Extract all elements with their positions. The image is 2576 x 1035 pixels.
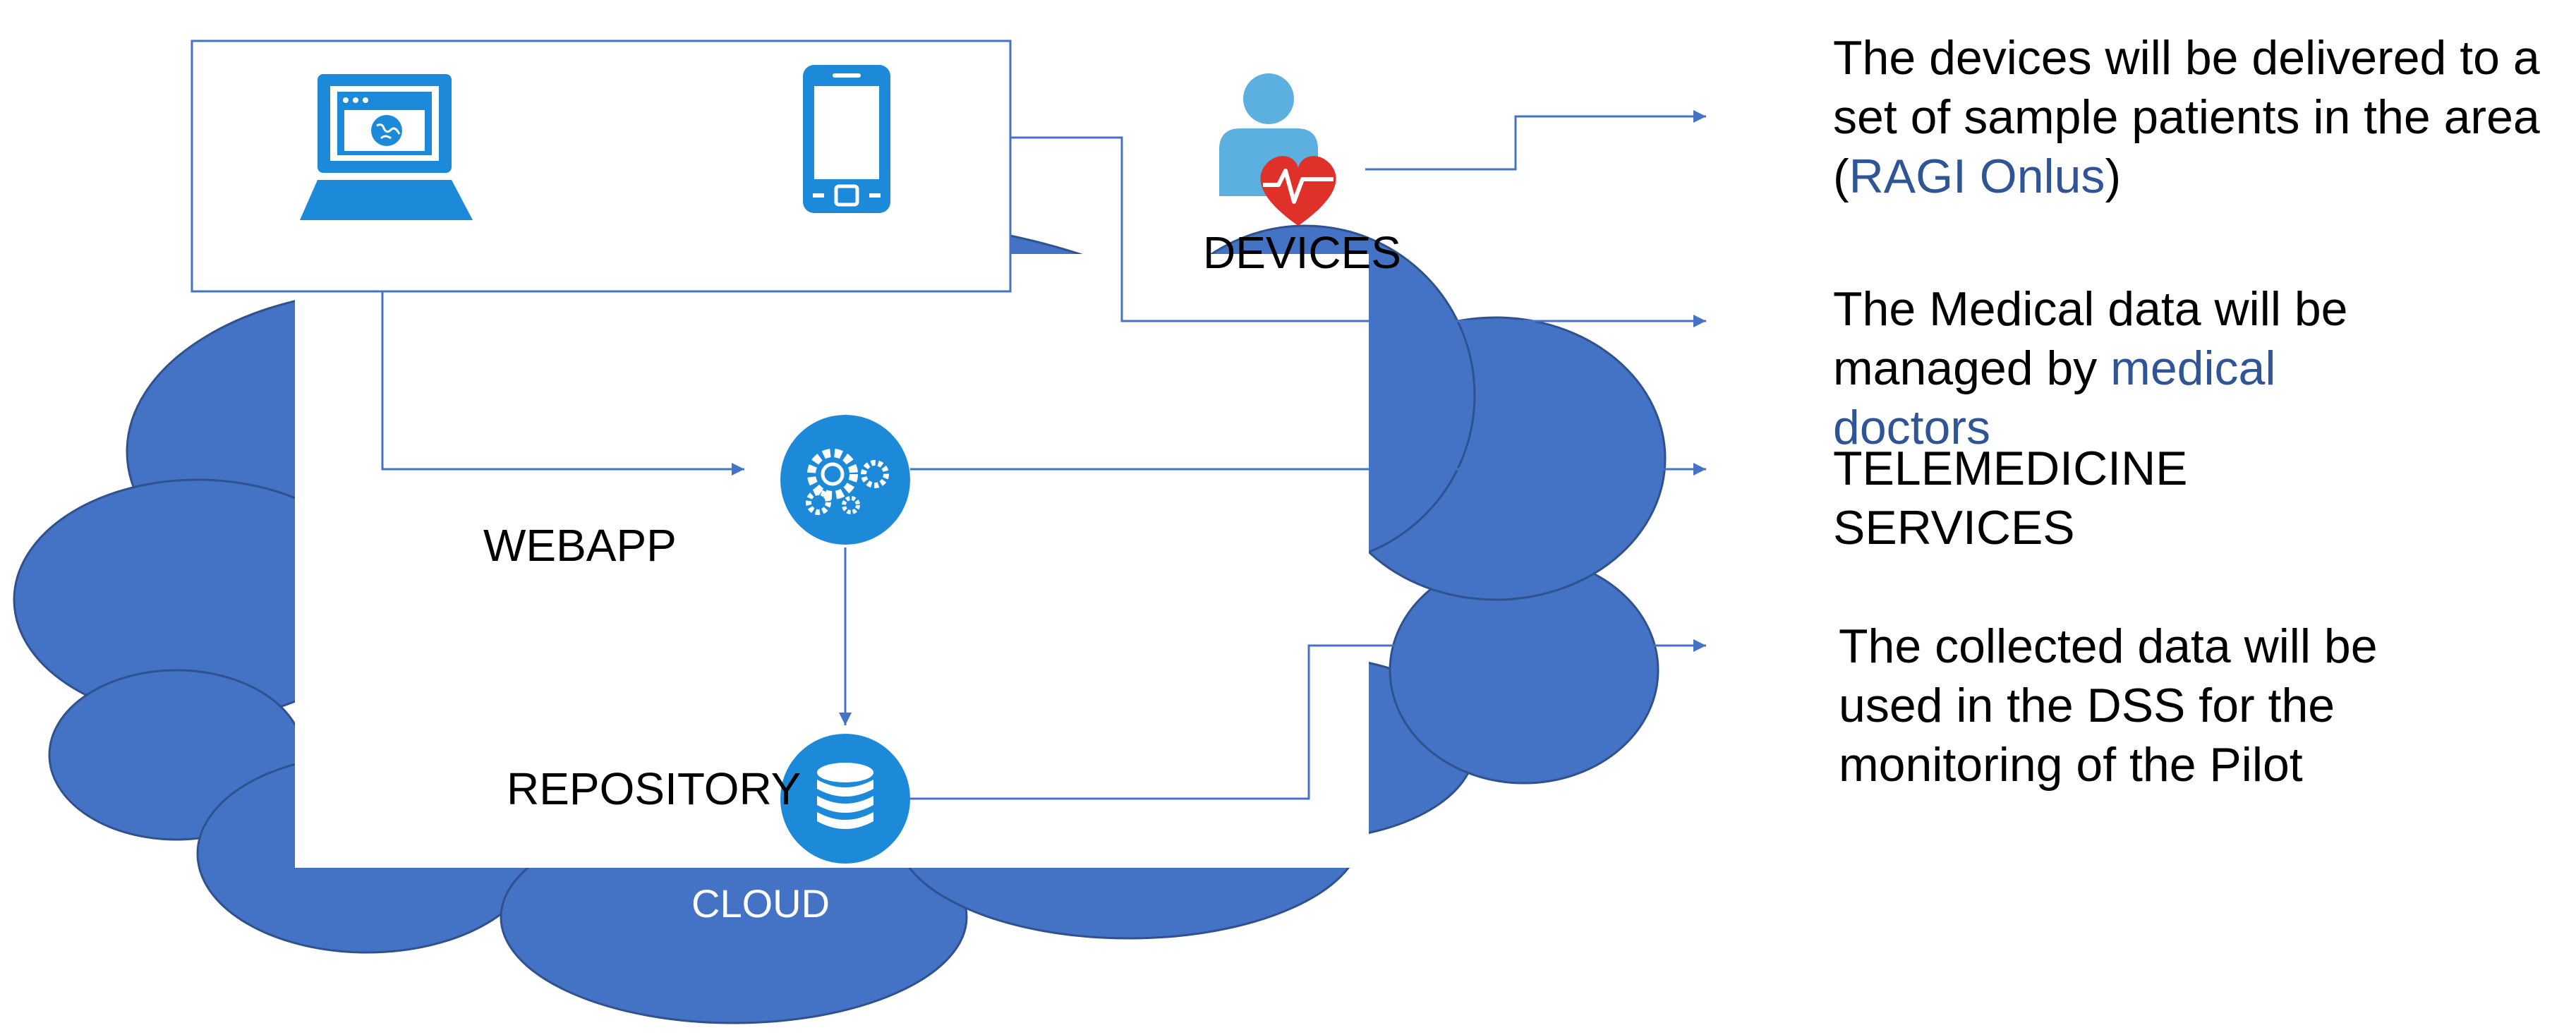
- doctors-link[interactable]: doctors: [1833, 401, 1990, 454]
- webapp-label: WEBAPP: [483, 520, 677, 571]
- devices-box-to-medical-arrow: [1010, 136, 1706, 327]
- devices-note-line1: The devices will be delivered to a: [1833, 31, 2540, 85]
- smartphone-icon: [803, 65, 890, 213]
- telemedicine-label-line1: TELEMEDICINE: [1833, 442, 2188, 495]
- telemedicine-label: TELEMEDICINE SERVICES: [1833, 439, 2188, 557]
- repository-label: REPOSITORY: [507, 763, 801, 814]
- medical-note-line2-plain: managed by: [1833, 341, 2111, 395]
- devices-label: DEVICES: [1203, 227, 1401, 278]
- patient-heartbeat-icon: [1219, 73, 1336, 226]
- connectors: [381, 110, 1706, 800]
- medical-note: The Medical data will be managed by medi…: [1833, 279, 2347, 457]
- patient-to-devices-note-arrow: [1365, 110, 1706, 171]
- cloud-label: CLOUD: [691, 881, 830, 926]
- ragi-onlus-link[interactable]: RAGI Onlus: [1849, 150, 2105, 203]
- devices-note-open-paren: (: [1833, 150, 1849, 203]
- devices-to-webapp-arrow: [381, 291, 744, 476]
- dss-note: The collected data will be used in the D…: [1839, 617, 2378, 794]
- dss-note-line3: monitoring of the Pilot: [1839, 738, 2303, 792]
- telemedicine-label-line2: SERVICES: [1833, 501, 2075, 555]
- laptop-globe-icon: [300, 74, 473, 220]
- devices-note-line3: (RAGI Onlus): [1833, 147, 2540, 206]
- gears-icon: [780, 415, 910, 545]
- database-icon: [780, 734, 910, 864]
- devices-note-close-paren: ): [2105, 150, 2122, 203]
- medical-link[interactable]: medical: [2110, 341, 2276, 395]
- dss-note-line1: The collected data will be: [1839, 619, 2378, 673]
- dss-note-line2: used in the DSS for the: [1839, 679, 2335, 732]
- repository-to-dss-arrow: [910, 639, 1706, 800]
- medical-note-line2: managed by medical: [1833, 339, 2347, 398]
- medical-note-line1: The Medical data will be: [1833, 282, 2348, 336]
- devices-note-line2: set of sample patients in the area: [1833, 90, 2540, 144]
- devices-note: The devices will be delivered to a set o…: [1833, 28, 2540, 206]
